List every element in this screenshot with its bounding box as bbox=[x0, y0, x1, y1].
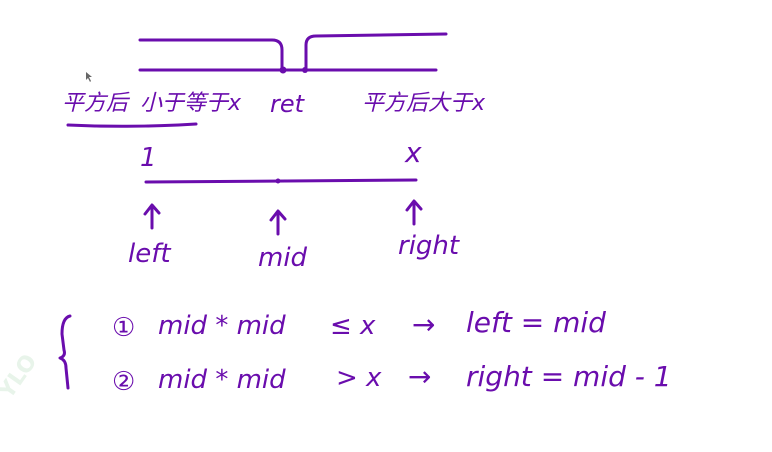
mid-point bbox=[275, 178, 281, 184]
left-arrow-icon bbox=[143, 203, 161, 230]
left-label: left bbox=[128, 239, 171, 269]
ret-label: ret bbox=[270, 90, 306, 118]
mid-arrow-icon bbox=[269, 209, 287, 236]
square-gt-label: 平方后大于x bbox=[362, 91, 486, 116]
rules-brace bbox=[58, 314, 72, 390]
label-underline bbox=[66, 122, 198, 128]
rule-1-number: ① bbox=[112, 313, 135, 343]
right-arrow-icon bbox=[405, 199, 423, 226]
bottom-number-line bbox=[144, 178, 418, 184]
range-start: 1 bbox=[140, 143, 157, 173]
rule-1-arrow: → bbox=[412, 308, 435, 341]
rule-2-number: ② bbox=[112, 367, 135, 397]
range-end: x bbox=[404, 136, 422, 169]
rule-1-action: left = mid bbox=[466, 306, 606, 339]
watermark: YLO bbox=[0, 350, 42, 404]
rule-2-action: right = mid - 1 bbox=[466, 360, 672, 393]
right-label: right bbox=[398, 231, 460, 261]
rule-1-condition: mid * mid bbox=[158, 311, 286, 341]
ret-point bbox=[279, 66, 287, 74]
rule-1-operator: ≤ x bbox=[330, 311, 376, 341]
svg-text:YLO: YLO bbox=[0, 350, 42, 404]
rule-2-arrow: → bbox=[408, 360, 431, 393]
square-le-label: 平方后 bbox=[62, 91, 131, 116]
mid-label: mid bbox=[258, 243, 308, 273]
boundary-point bbox=[302, 67, 308, 73]
upper-bracket bbox=[138, 32, 448, 72]
less-label: 小于等于x bbox=[140, 91, 242, 116]
rule-2-condition: mid * mid bbox=[158, 365, 286, 395]
cursor-icon bbox=[86, 72, 92, 82]
rule-2-operator: > x bbox=[336, 363, 382, 393]
